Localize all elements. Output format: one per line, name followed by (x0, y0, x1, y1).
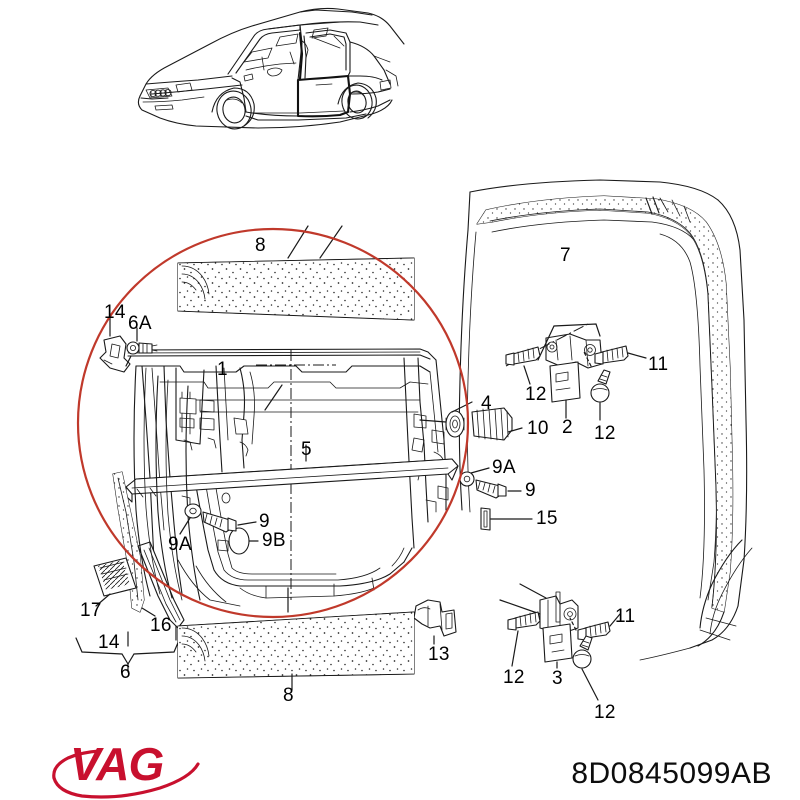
part-10-cable-boot (471, 407, 523, 441)
part-17-pad (93, 557, 137, 607)
callout-9-right: 9 (525, 480, 536, 501)
callout-17: 17 (80, 600, 102, 621)
callout-13: 13 (428, 644, 450, 665)
part-12-bolt-lower-left (507, 611, 541, 667)
part-9-bolt-left (179, 503, 259, 542)
callout-9b: 9B (262, 530, 286, 551)
part-12-pin-upper (583, 351, 611, 421)
callout-9a-left: 9A (168, 534, 192, 555)
callout-6: 6 (120, 662, 131, 683)
callout-9a-right: 9A (492, 457, 516, 478)
part-number-label: 8D0845099AB (571, 757, 772, 790)
callout-6a: 6A (128, 313, 152, 334)
part-16-trim-strip (112, 471, 156, 617)
callout-5: 5 (301, 439, 312, 460)
callout-1: 1 (217, 359, 228, 380)
callout-7: 7 (560, 245, 571, 266)
part-9a-washer-right (459, 467, 490, 487)
part-3-lower-hinge (499, 583, 579, 669)
part-11-bolt-upper (594, 345, 647, 365)
part-2-upper-hinge (505, 323, 603, 419)
callout-10: 10 (527, 418, 549, 439)
part-7-door-seal (458, 179, 753, 661)
callout-11-a: 11 (648, 354, 669, 375)
part-6a-clip (125, 327, 158, 367)
part-11-bolt-lower (577, 613, 621, 641)
callout-12-c: 12 (503, 667, 525, 688)
bracket-14-16-to-6 (75, 631, 181, 673)
highlight-ellipse (76, 227, 470, 619)
vag-logo: VAG (52, 742, 200, 799)
callout-9-left: 9 (259, 511, 270, 532)
part-8-sealing-strip-lower (177, 587, 415, 691)
callout-11-b: 11 (615, 606, 636, 627)
part-9-bolt-right (475, 479, 522, 499)
part-12-bolt-upper-left (505, 346, 541, 385)
callout-2: 2 (562, 417, 573, 438)
part-15-clip (480, 507, 533, 531)
callout-12-d: 12 (594, 702, 616, 723)
part-4-grommet (419, 401, 473, 438)
callout-16: 16 (150, 615, 172, 636)
part-5-belt-molding (125, 444, 459, 503)
part-14-bracket-upper (99, 313, 131, 373)
callout-4: 4 (481, 393, 492, 414)
callout-14-lower: 14 (98, 632, 120, 653)
part-13-check-bracket (413, 599, 457, 645)
part-16b-trim-strip (137, 541, 185, 641)
callout-12-a: 12 (525, 384, 547, 405)
callout-8-lower: 8 (283, 685, 294, 706)
part-8-sealing-strip-upper (177, 225, 415, 321)
callout-8-upper: 8 (255, 235, 266, 256)
callout-15: 15 (536, 508, 558, 529)
callout-12-b: 12 (594, 423, 616, 444)
callout-3: 3 (552, 668, 563, 689)
vag-wordmark: VAG (70, 742, 163, 790)
callout-14-upper: 14 (104, 302, 126, 323)
part-12-pin-lower (569, 617, 599, 701)
